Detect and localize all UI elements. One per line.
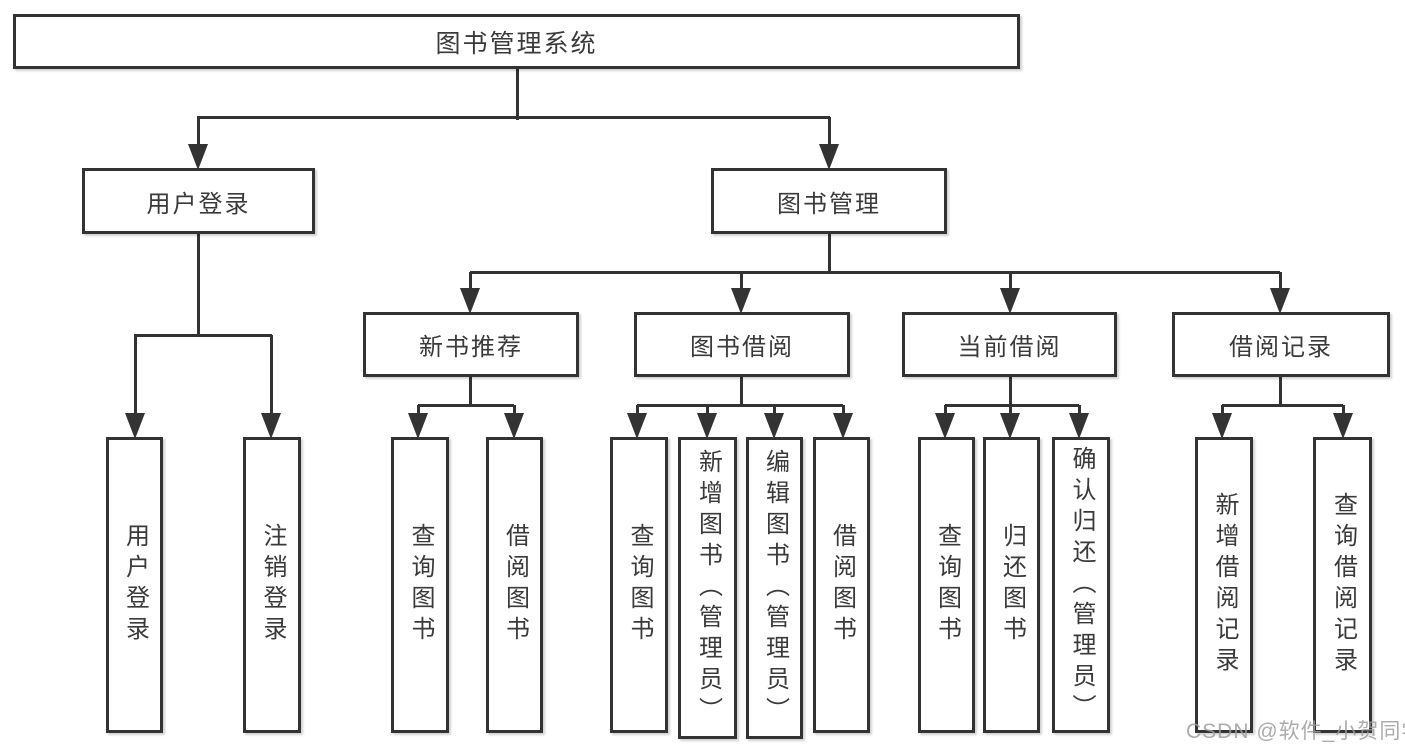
leaf-label: 借阅图书 (828, 523, 856, 647)
node-book-management-branch: 图书管理 (711, 168, 947, 234)
arrow-down-icon (819, 144, 839, 170)
node-label: 图书管理 (777, 190, 881, 218)
connector-line-vertical (270, 335, 273, 415)
connector-line-vertical (197, 117, 200, 146)
node-label: 借阅记录 (1229, 334, 1333, 361)
node-borrowing-records: 借阅记录 (1172, 312, 1390, 377)
leaf-logout: 注销登录 (243, 437, 301, 733)
leaf-query-books: 查询图书 (610, 437, 668, 733)
arrow-down-icon (697, 413, 717, 439)
leaf-query-books: 查询图书 (391, 437, 449, 733)
connector-line-vertical (1221, 405, 1224, 415)
leaf-query-books: 查询图书 (918, 437, 975, 733)
leaf-label: 用户登录 (121, 523, 149, 647)
connector-line-vertical (636, 405, 639, 415)
leaf-label: 编辑图书（管理员） (761, 448, 789, 728)
connector-line-horizontal (470, 271, 1280, 274)
arrow-down-icon (627, 413, 647, 439)
arrow-down-icon (833, 413, 853, 439)
connector-line-vertical (1279, 272, 1282, 290)
arrow-down-icon (1000, 288, 1020, 314)
connector-line-horizontal (637, 404, 843, 407)
leaf-label: 确认归还（管理员） (1068, 445, 1095, 725)
leaf-add-borrow-record: 新增借阅记录 (1195, 437, 1253, 733)
arrow-down-icon (764, 413, 784, 439)
arrow-down-icon (261, 413, 281, 439)
connector-line-vertical (773, 405, 776, 415)
node-user-login-branch: 用户登录 (82, 168, 315, 234)
connector-line-vertical (1342, 405, 1345, 415)
leaf-label: 查询图书 (626, 523, 653, 647)
leaf-label: 归还图书 (998, 523, 1026, 647)
connector-line-horizontal (1222, 404, 1343, 407)
arrow-down-icon (1069, 413, 1089, 439)
node-library-management-system: 图书管理系统 (13, 14, 1020, 69)
leaf-query-borrow-record: 查询借阅记录 (1313, 437, 1372, 733)
arrow-down-icon (1333, 413, 1353, 439)
connector-line-vertical (944, 405, 947, 415)
arrow-down-icon (1270, 288, 1290, 314)
node-new-book-recommend: 新书推荐 (363, 312, 579, 377)
node-label: 用户登录 (146, 190, 251, 218)
watermark: CSDN @软件_小贺同学 (1186, 720, 1405, 743)
connector-line-vertical (134, 335, 137, 415)
leaf-label: 新增图书（管理员） (694, 448, 722, 728)
connector-line-horizontal (197, 116, 830, 119)
arrow-down-icon (1000, 413, 1020, 439)
connector-line-vertical (513, 405, 516, 415)
arrow-down-icon (1212, 413, 1232, 439)
connector-line-horizontal (134, 334, 272, 337)
leaf-label: 查询图书 (933, 523, 961, 647)
leaf-label: 借阅图书 (501, 523, 529, 647)
connector-line-vertical (1078, 405, 1081, 415)
leaf-borrow-books: 借阅图书 (813, 437, 870, 733)
arrow-down-icon (731, 288, 751, 314)
leaf-borrow-books: 借阅图书 (486, 437, 543, 733)
connector-line-vertical (828, 234, 831, 274)
connector-line-horizontal (945, 404, 1079, 407)
arrow-down-icon (935, 413, 955, 439)
node-book-borrowing: 图书借阅 (634, 312, 850, 377)
connector-line-vertical (469, 377, 472, 407)
arrow-down-icon (188, 144, 208, 170)
leaf-confirm-return-admin: 确认归还（管理员） (1052, 437, 1110, 733)
leaf-label: 查询图书 (407, 523, 434, 647)
connector-line-vertical (417, 405, 420, 415)
leaf-user-login: 用户登录 (106, 437, 163, 733)
node-current-borrowing: 当前借阅 (902, 312, 1117, 377)
connector-line-vertical (842, 405, 845, 415)
connector-line-vertical (706, 405, 709, 415)
leaf-label: 查询借阅记录 (1329, 492, 1357, 678)
arrow-down-icon (408, 413, 428, 439)
connector-line-vertical (1009, 405, 1012, 415)
leaf-label: 新增借阅记录 (1211, 492, 1238, 678)
leaf-return-books: 归还图书 (983, 437, 1040, 733)
arrow-down-icon (125, 413, 145, 439)
leaf-label: 注销登录 (259, 523, 286, 647)
node-label: 图书管理系统 (435, 29, 598, 58)
node-label: 图书借阅 (690, 334, 794, 361)
node-label: 当前借阅 (957, 334, 1062, 361)
connector-line-vertical (828, 117, 831, 146)
connector-line-vertical (197, 234, 200, 337)
node-label: 新书推荐 (419, 334, 523, 361)
connector-line-vertical (1009, 272, 1012, 290)
arrow-down-icon (460, 288, 480, 314)
connector-line-vertical (1009, 377, 1012, 407)
leaf-edit-books-admin: 编辑图书（管理员） (746, 437, 803, 739)
arrow-down-icon (504, 413, 524, 439)
leaf-add-books-admin: 新增图书（管理员） (678, 437, 737, 739)
connector-line-vertical (740, 377, 743, 407)
connector-line-vertical (469, 272, 472, 290)
connector-line-vertical (1279, 377, 1282, 407)
connector-line-horizontal (418, 404, 514, 407)
connector-line-vertical (740, 272, 743, 290)
connector-line-vertical (516, 69, 519, 120)
